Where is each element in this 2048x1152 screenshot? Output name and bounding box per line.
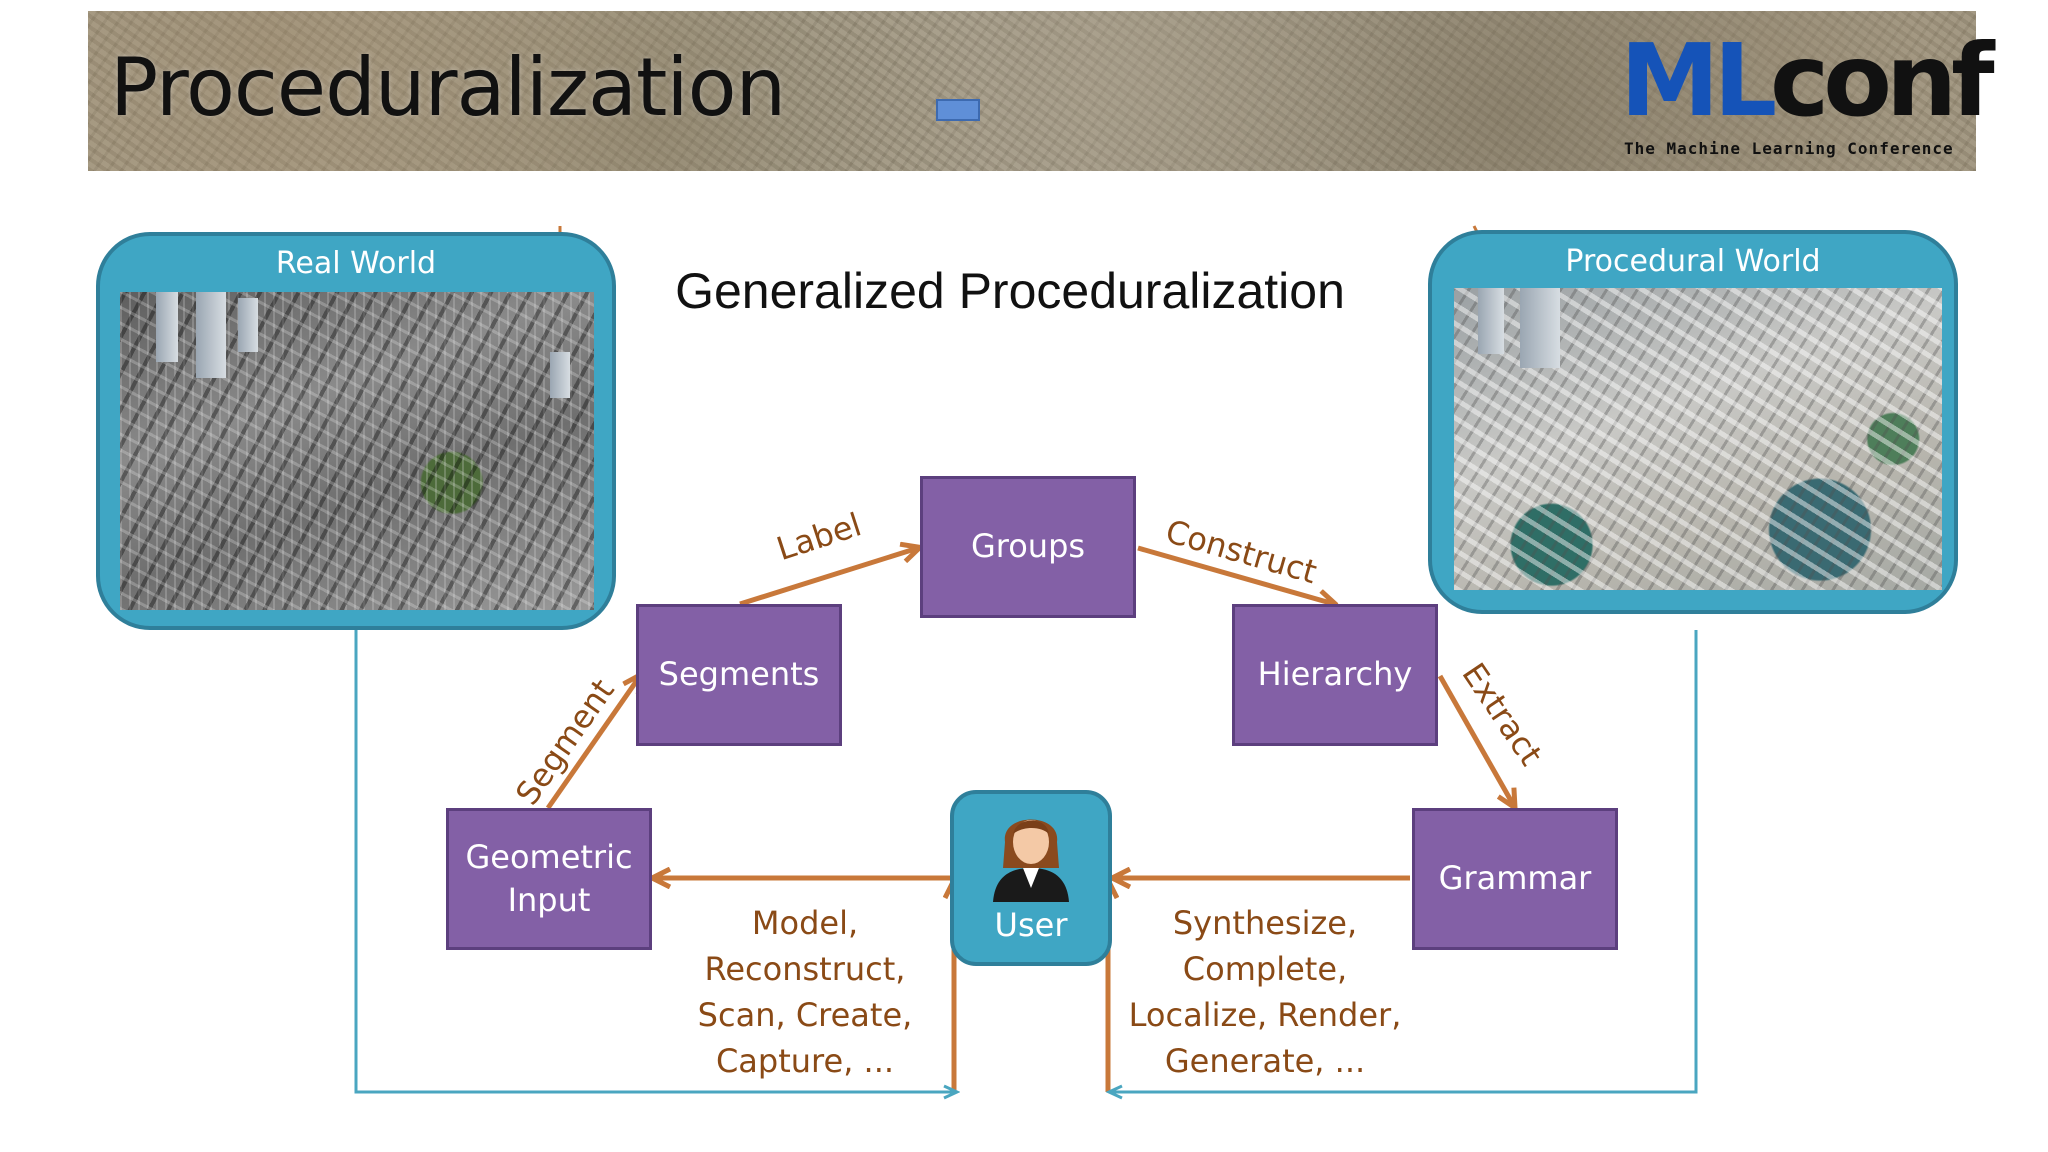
node-user: User	[950, 790, 1112, 966]
real-world-city-image	[120, 292, 594, 610]
arrow-construct	[1137, 545, 1334, 604]
tower	[238, 298, 258, 352]
procedural-world-panel: Procedural World	[1428, 230, 1958, 614]
logo-tagline: The Machine Learning Conference	[1624, 139, 1954, 158]
node-groups: Groups	[920, 476, 1136, 618]
tower	[550, 352, 570, 398]
caption-left-line: Scan, Create,	[697, 996, 913, 1034]
node-geometric-input-label: Geometric Input	[465, 837, 633, 919]
arrow-segment	[545, 676, 640, 810]
caption-right-line: Synthesize,	[1172, 904, 1358, 942]
slide-title: Proceduralization	[110, 41, 786, 134]
header-banner: Proceduralization ML conf The Machine Le…	[88, 11, 1995, 171]
caption-right-line: Generate, ...	[1164, 1042, 1366, 1080]
aerial-pool-detail	[936, 99, 980, 121]
node-segments: Segments	[636, 604, 842, 746]
caption-left: Model, Reconstruct, Scan, Create, Captur…	[680, 900, 930, 1084]
arrow-label	[739, 548, 918, 607]
tower	[1520, 288, 1560, 368]
caption-left-line: Reconstruct,	[704, 950, 906, 988]
feedback-right	[1110, 630, 1698, 1092]
real-world-label: Real World	[275, 246, 437, 281]
node-grammar-label: Grammar	[1438, 859, 1592, 898]
diagram-title-text: Generalized Proceduralization	[675, 263, 1345, 319]
arrow-extract	[1437, 674, 1514, 806]
logo-conf-text: conf	[1770, 22, 1995, 139]
user-avatar-icon	[993, 819, 1069, 902]
tower	[196, 292, 226, 378]
caption-right-line: Complete,	[1182, 950, 1348, 988]
node-geometric-input: Geometric Input	[446, 808, 652, 950]
node-groups-label: Groups	[970, 527, 1086, 566]
caption-left-line: Model,	[751, 904, 859, 942]
logo-ml-text: ML	[1620, 22, 1777, 139]
caption-right-line: Localize, Render,	[1128, 996, 1402, 1034]
node-segments-label: Segments	[658, 655, 820, 694]
node-hierarchy: Hierarchy	[1232, 604, 1438, 746]
node-hierarchy-label: Hierarchy	[1257, 655, 1413, 694]
caption-right: Synthesize, Complete, Localize, Render, …	[1120, 900, 1410, 1084]
node-user-label: User	[994, 906, 1068, 944]
real-world-panel: Real World	[96, 232, 616, 630]
node-grammar: Grammar	[1412, 808, 1618, 950]
diagram-title: Generalized Proceduralization	[0, 262, 2048, 320]
caption-left-line: Capture, ...	[715, 1042, 895, 1080]
procedural-world-city-image	[1454, 288, 1942, 590]
tower	[1478, 288, 1504, 354]
tower	[156, 292, 178, 362]
feedback-left	[354, 630, 956, 1092]
procedural-world-label: Procedural World	[1565, 244, 1821, 279]
mlconf-logo: ML conf The Machine Learning Conference	[1620, 22, 1995, 161]
